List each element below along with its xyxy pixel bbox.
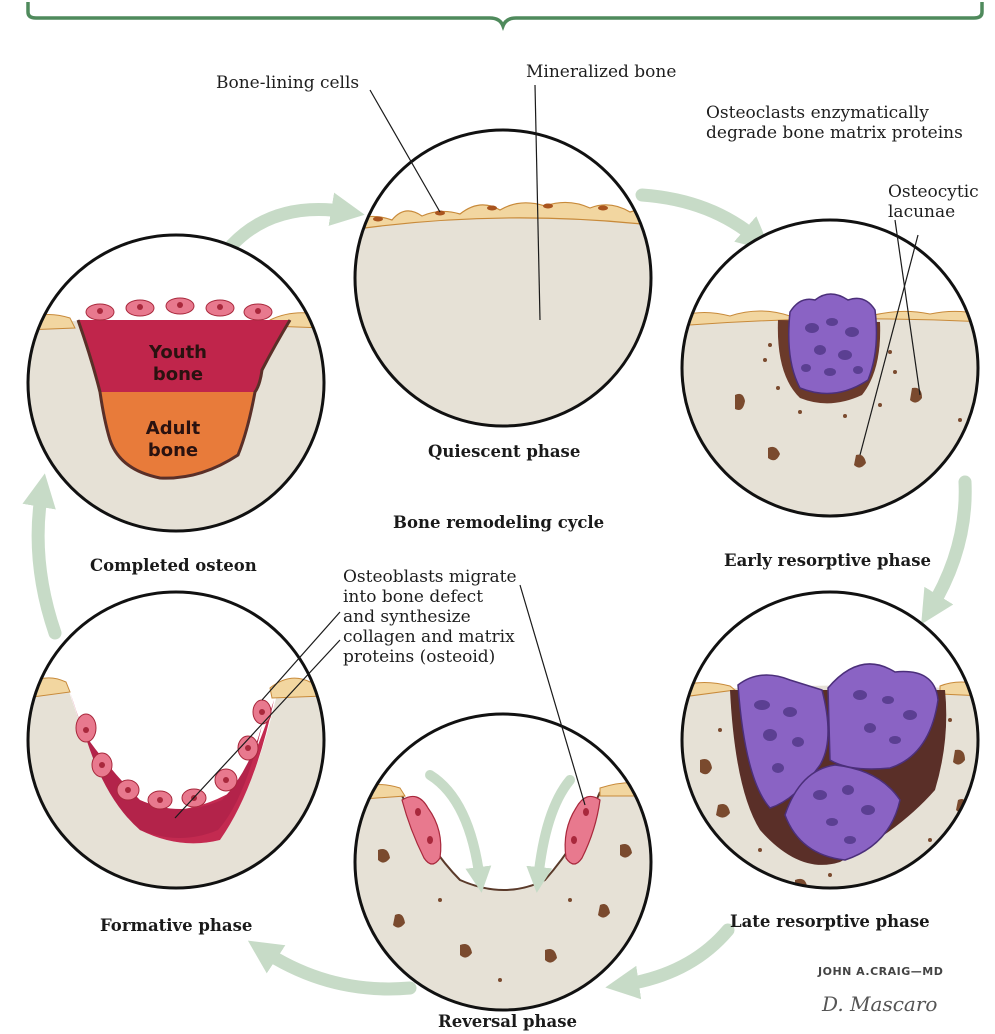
label-mineralized-bone: Mineralized bone bbox=[526, 63, 676, 82]
signature-craig: JOHN A.CRAIG—MD bbox=[818, 965, 943, 978]
reversal-circle bbox=[350, 710, 660, 1020]
late-resorptive-circle bbox=[675, 585, 985, 895]
diagram-title: Bone remodeling cycle bbox=[393, 513, 604, 532]
early-resorptive-circle bbox=[675, 215, 985, 525]
arrow-quiescent-to-early bbox=[642, 195, 758, 240]
phase-late-resorptive: Late resorptive phase bbox=[730, 912, 930, 931]
label-osteocytic-line2: lacunae bbox=[888, 203, 955, 222]
label-osteoclasts-line1: Osteoclasts enzymatically bbox=[706, 104, 929, 123]
label-osteoclasts-line2: degrade bone matrix proteins bbox=[706, 124, 963, 143]
arrow-completed-to-quiescent bbox=[232, 209, 348, 245]
quiescent-circle bbox=[350, 125, 660, 435]
phase-formative: Formative phase bbox=[100, 916, 252, 935]
osteoclast-early bbox=[789, 294, 877, 393]
arrow-late-to-reversal bbox=[622, 930, 728, 985]
phase-reversal: Reversal phase bbox=[438, 1012, 577, 1031]
phase-completed-osteon: Completed osteon bbox=[90, 556, 257, 575]
arrow-early-to-late bbox=[930, 482, 965, 610]
label-youth-bone: Youth bone bbox=[133, 342, 223, 386]
label-osteoblasts-line5: proteins (osteoid) bbox=[343, 648, 495, 667]
label-osteoblasts-line2: into bone defect bbox=[343, 588, 483, 607]
label-osteoblasts-line3: and synthesize bbox=[343, 608, 471, 627]
label-adult-bone: Adult bone bbox=[128, 418, 218, 462]
label-osteocytic-line1: Osteocytic bbox=[888, 183, 979, 202]
phase-early-resorptive: Early resorptive phase bbox=[724, 551, 931, 570]
signature-mascaro: D. Mascaro bbox=[822, 992, 937, 1016]
phase-quiescent: Quiescent phase bbox=[428, 442, 580, 461]
label-osteoblasts-line4: collagen and matrix bbox=[343, 628, 515, 647]
label-osteoblasts-line1: Osteoblasts migrate bbox=[343, 568, 517, 587]
top-bracket bbox=[28, 2, 982, 26]
arrow-formative-to-completed bbox=[38, 490, 55, 633]
label-bone-lining-cells: Bone-lining cells bbox=[216, 74, 359, 93]
